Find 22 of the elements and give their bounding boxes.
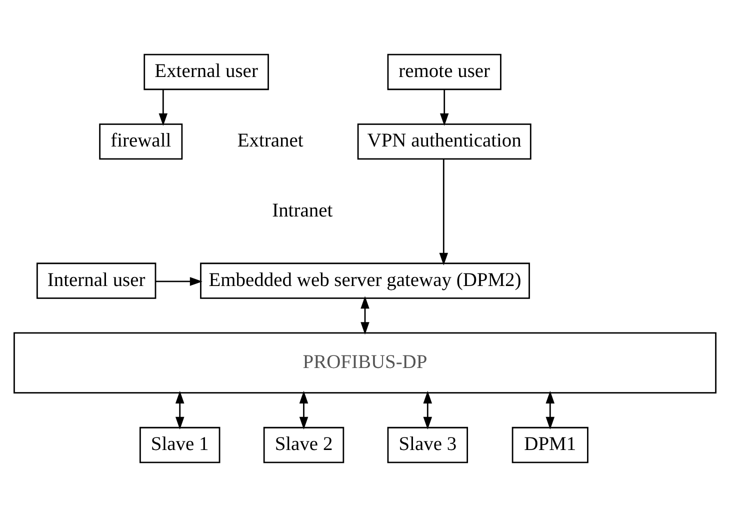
arrow <box>423 390 432 430</box>
node-box: PROFIBUS-DP <box>14 332 716 394</box>
node-box: Internal user <box>36 262 156 299</box>
node-box: remote user <box>387 54 502 90</box>
node-box: Slave 2 <box>263 426 344 464</box>
node-box: External user <box>144 54 269 90</box>
arrow <box>546 390 555 430</box>
label: Extranet <box>237 130 304 152</box>
label: Intranet <box>272 200 333 222</box>
node-box: firewall <box>99 123 183 160</box>
node-box: VPN authentication <box>357 123 532 160</box>
node-box: Slave 1 <box>140 426 220 464</box>
arrow <box>360 296 370 335</box>
node-box: Embedded web server gateway (DPM2) <box>200 262 530 299</box>
node-box: Slave 3 <box>387 426 468 464</box>
arrow <box>175 390 184 430</box>
arrow <box>156 277 202 286</box>
node-box: DPM1 <box>512 426 588 464</box>
arrow <box>439 159 448 266</box>
arrow <box>158 90 168 126</box>
arrow <box>299 390 308 430</box>
arrow <box>440 90 449 126</box>
